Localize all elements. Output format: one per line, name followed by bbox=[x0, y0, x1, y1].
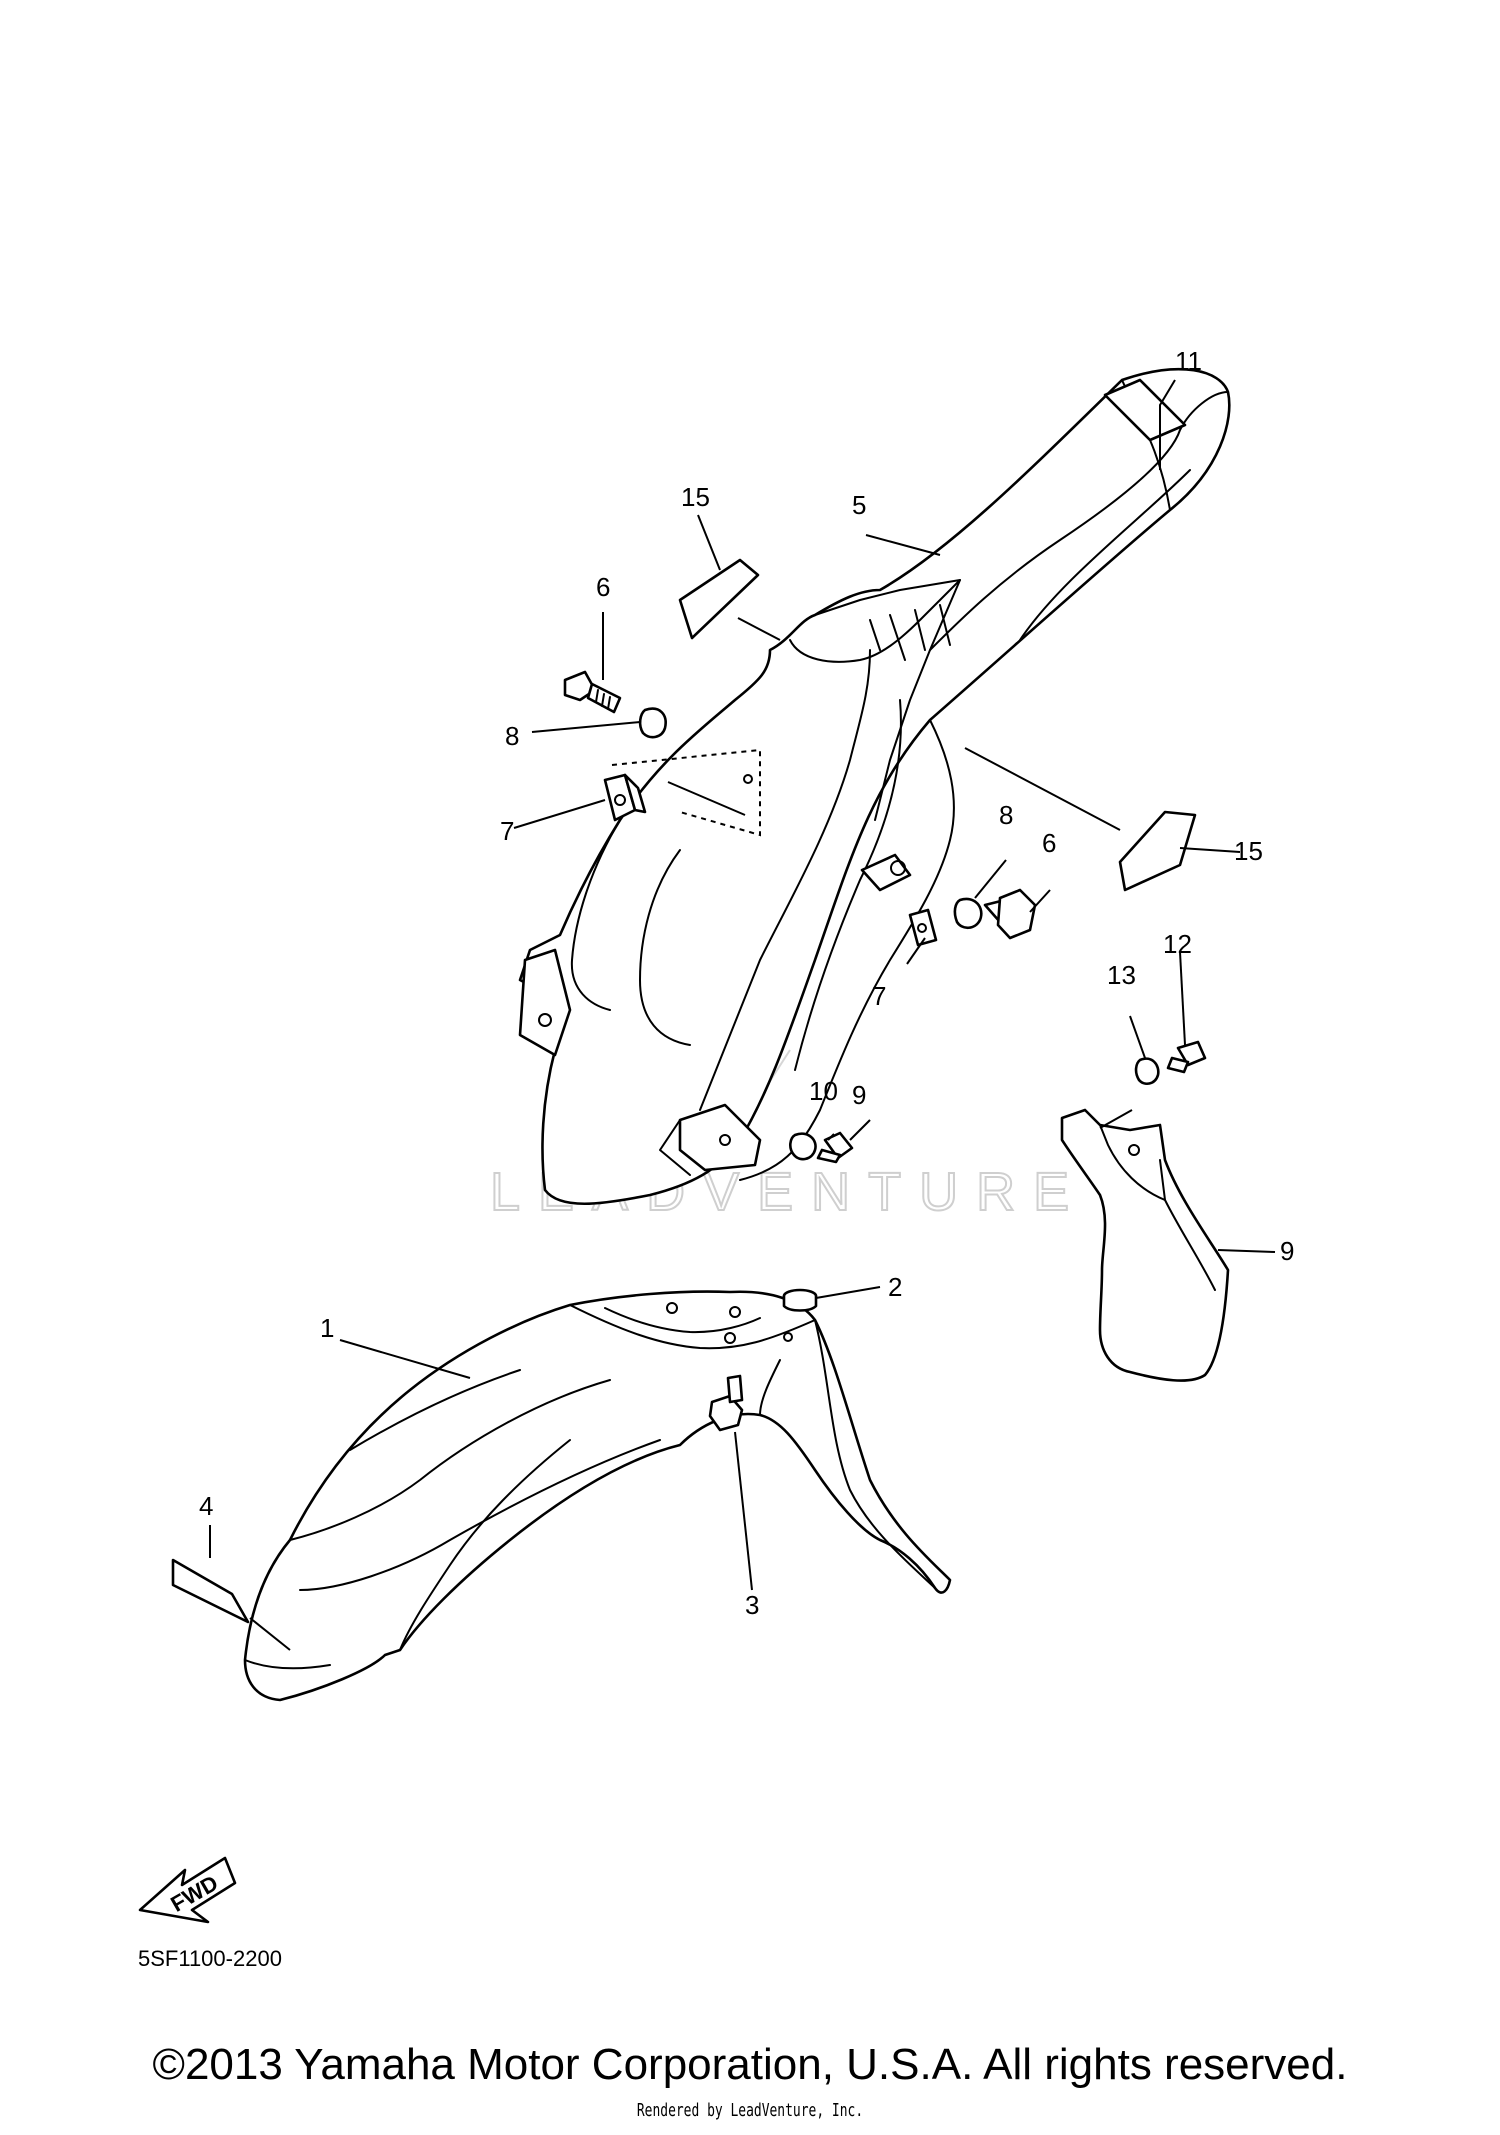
callout-5: 5 bbox=[852, 490, 866, 520]
front-fender-bolt-grommet bbox=[782, 1288, 818, 1312]
mount-hint-dashed bbox=[611, 748, 761, 837]
callout-6-right: 6 bbox=[1042, 828, 1056, 858]
callout-6-upper: 6 bbox=[596, 572, 610, 602]
front-fender-bolt bbox=[708, 1374, 744, 1432]
rear-flap bbox=[1060, 1108, 1230, 1382]
reference-code: 5SF1100-2200 bbox=[138, 1946, 282, 1971]
rear-fender-side-decal-right bbox=[1118, 810, 1197, 892]
rear-fender-side-decal-left bbox=[678, 558, 760, 640]
leader-lines bbox=[209, 379, 1276, 1651]
callout-11: 10 bbox=[809, 1076, 838, 1106]
rear-fender-collar-right bbox=[953, 897, 983, 930]
callout-7-left: 7 bbox=[500, 816, 514, 846]
callout-1: 1 bbox=[320, 1313, 334, 1343]
front-fender-decal bbox=[171, 1558, 250, 1624]
rear-fender-decal bbox=[1103, 378, 1187, 442]
rear-fender-washer bbox=[789, 1132, 817, 1161]
rear-fender-nut-left bbox=[603, 773, 647, 822]
flap-washer bbox=[1134, 1057, 1160, 1085]
rear-fender-collar-upper bbox=[638, 707, 667, 739]
callout-8-right: 8 bbox=[999, 800, 1013, 830]
callout-7-lower: 7 bbox=[872, 981, 886, 1011]
callout-12: 12 bbox=[1163, 929, 1192, 959]
callout-numbers: 11 15 5 6 8 7 15 8 6 7 12 13 10 9 9 2 1 … bbox=[199, 346, 1294, 1620]
rear-fender-bolt-upper bbox=[563, 670, 622, 714]
callout-13: 13 bbox=[1107, 960, 1136, 990]
callout-15-upper: 15 bbox=[681, 482, 710, 512]
mount-hole bbox=[743, 774, 753, 784]
copyright-notice: ©2013 Yamaha Motor Corporation, U.S.A. A… bbox=[152, 2040, 1348, 2089]
rendered-by-credit: Rendered by LeadVenture, Inc. bbox=[636, 2100, 864, 2121]
fwd-arrow-icon: FWD bbox=[138, 1856, 237, 1924]
rear-fender-nut-lower bbox=[908, 908, 938, 947]
callout-10: 9 bbox=[852, 1080, 866, 1110]
rear-fender bbox=[518, 368, 1231, 1205]
callout-14: 11 bbox=[1175, 346, 1202, 376]
callout-8-upper: 8 bbox=[505, 721, 519, 751]
rear-fender-screw bbox=[816, 1131, 854, 1164]
flap-screw bbox=[1166, 1040, 1207, 1074]
front-fender bbox=[243, 1290, 952, 1702]
callout-2: 2 bbox=[888, 1272, 902, 1302]
callout-15-right: 15 bbox=[1234, 836, 1263, 866]
callout-9: 9 bbox=[1280, 1236, 1294, 1266]
callout-4: 4 bbox=[199, 1491, 213, 1521]
rear-fender-bolt-right bbox=[983, 888, 1037, 940]
callout-3: 3 bbox=[745, 1590, 759, 1620]
